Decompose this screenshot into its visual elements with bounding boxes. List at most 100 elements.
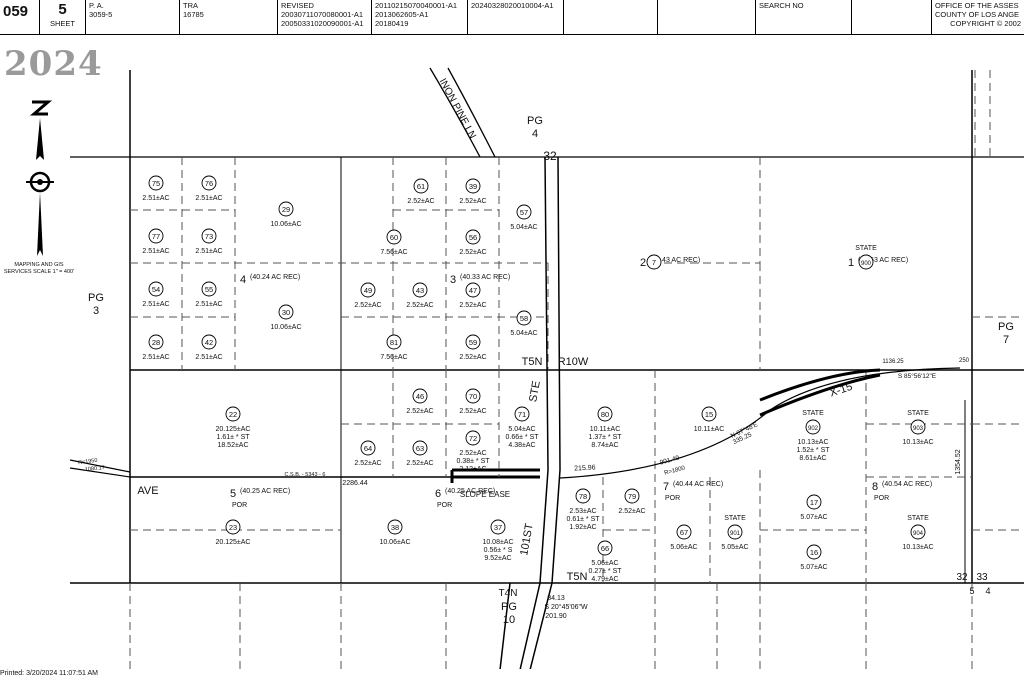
x15-highway: [759, 373, 881, 417]
portion-label: POR: [437, 502, 452, 509]
pinon-pine-lane-edge: [429, 67, 481, 158]
state-label: STATE: [907, 515, 929, 522]
dimension-label: 215.96: [574, 464, 596, 472]
parcel-number: 81: [390, 338, 398, 347]
revised-entry: 2013062605-A1: [375, 10, 429, 19]
dimension-label: C.S.B. - 5343 - 6: [285, 472, 326, 478]
parcel-number: 80: [601, 410, 609, 419]
parcel-area: 20.125±AC: [216, 426, 251, 433]
parcel-area: 2.52±AC: [459, 450, 486, 457]
roads: [69, 67, 961, 669]
parcel-area: 2.52±AC: [406, 302, 433, 309]
parcel-number: 58: [520, 314, 528, 323]
street-label-ste: STE: [527, 380, 543, 403]
corner-section: 5: [969, 586, 974, 596]
parcel-number: 47: [469, 286, 477, 295]
parcel-circle: [412, 282, 428, 298]
corner-section: 4: [985, 586, 990, 596]
dimension-label: 1136.25: [882, 359, 904, 365]
parcel-circle: [465, 388, 481, 404]
parcel-number: 15: [705, 410, 713, 419]
map-number: 059: [0, 0, 40, 34]
parcel-area: 10.06±AC: [270, 221, 301, 228]
parcel-number: 76: [205, 179, 213, 188]
ave-curve: [69, 467, 131, 478]
parcel-number: 42: [205, 338, 213, 347]
block-acreage: (40.25 AC REC): [445, 488, 495, 495]
parcel-number: 67: [680, 528, 688, 537]
parcel-number: 22: [229, 410, 237, 419]
parcel-area: 10.11±AC: [590, 426, 621, 433]
dimension-label: 250: [959, 358, 970, 364]
block-number: 1: [848, 257, 854, 269]
slope-easement-label: SLOPE EASE: [460, 490, 510, 499]
dimension-label: 1354.52: [955, 449, 962, 474]
parcel-net-area: 4.38±AC: [508, 442, 535, 449]
parcel-number: 73: [205, 232, 213, 241]
parcel-area: 10.13±AC: [797, 439, 828, 446]
parcel-net-area: 8.74±AC: [591, 442, 618, 449]
parcel-street-area: 0.27± * ST: [588, 568, 622, 575]
street-101st-edge: [499, 582, 511, 669]
ste-street-edge: [529, 156, 561, 669]
dimension-label: R=1950: [78, 458, 98, 467]
parcel-area: 2.52±AC: [407, 198, 434, 205]
parcel-circle: [806, 494, 822, 510]
corner-section: 32: [956, 572, 968, 583]
parcel-area: 10.08±AC: [482, 539, 513, 546]
parcel-circle: [225, 406, 241, 422]
parcel-number: 59: [469, 338, 477, 347]
parcel-area: 2.51±AC: [142, 195, 169, 202]
parcel-circle: [597, 540, 613, 556]
parcel-area: 2.52±AC: [354, 302, 381, 309]
state-label: STATE: [724, 515, 746, 522]
block-number: 8: [872, 481, 878, 493]
tra-box: TRA 16785: [180, 0, 278, 34]
page-ref-3: 3: [93, 305, 99, 317]
parcel-number: 43: [416, 286, 424, 295]
parcel-circle: [806, 544, 822, 560]
block-acreage: (40.43 AC REC): [650, 257, 700, 264]
revised-entry: 20110215070040001-A1: [375, 1, 458, 10]
block-number: 6: [435, 488, 441, 500]
parcel-number: 904: [913, 531, 924, 537]
parcel-number: 75: [152, 179, 160, 188]
parcel-circle: [465, 229, 481, 245]
dimension-label: S 85°56'12"E: [898, 372, 937, 380]
parcel-number: 39: [469, 182, 477, 191]
parcel-circle: [386, 334, 402, 350]
parcel-number: 63: [416, 444, 424, 453]
block-acreage: (40.53 AC REC): [858, 257, 908, 264]
state-label: STATE: [907, 410, 929, 417]
block-acreage: (40.54 AC REC): [882, 481, 932, 488]
parcel-area: 5.05±AC: [721, 544, 748, 551]
parcel-net-area: 18.52±AC: [217, 442, 248, 449]
parcel-area: 2.52±AC: [459, 249, 486, 256]
parcel-circle: [412, 440, 428, 456]
dimension-label: R=1800: [664, 465, 687, 476]
block-acreage: (40.33 AC REC): [460, 274, 510, 281]
parcel-area: 5.04±AC: [510, 224, 537, 231]
parcel-area: 10.13±AC: [902, 544, 933, 551]
parcel-area: 2.53±AC: [569, 508, 596, 515]
street-label-101st: 101ST: [518, 522, 535, 556]
parcel-circle: [465, 178, 481, 194]
dimension-label: S 20°45'06"W: [544, 603, 588, 611]
corner-section: 33: [976, 572, 988, 583]
sheet-box: 5 SHEET: [40, 0, 86, 34]
parcel-number: 30: [282, 308, 290, 317]
parcel-number: 46: [416, 392, 424, 401]
parcel-net-area: 9.52±AC: [484, 555, 511, 562]
street-label-ave: AVE: [137, 485, 158, 497]
state-label: STATE: [802, 410, 824, 417]
parcel-circle: [858, 254, 874, 270]
parcel-circle: [465, 334, 481, 350]
parcel-circle: [516, 204, 532, 220]
x15-edge: [559, 367, 961, 479]
parcel-circle: [386, 229, 402, 245]
parcel-number: 70: [469, 392, 477, 401]
portion-label: POR: [665, 495, 680, 502]
page-ref-7: PG: [998, 321, 1014, 333]
revised-entry: 20180419: [375, 19, 409, 28]
parcel-area: 2.51±AC: [195, 195, 222, 202]
